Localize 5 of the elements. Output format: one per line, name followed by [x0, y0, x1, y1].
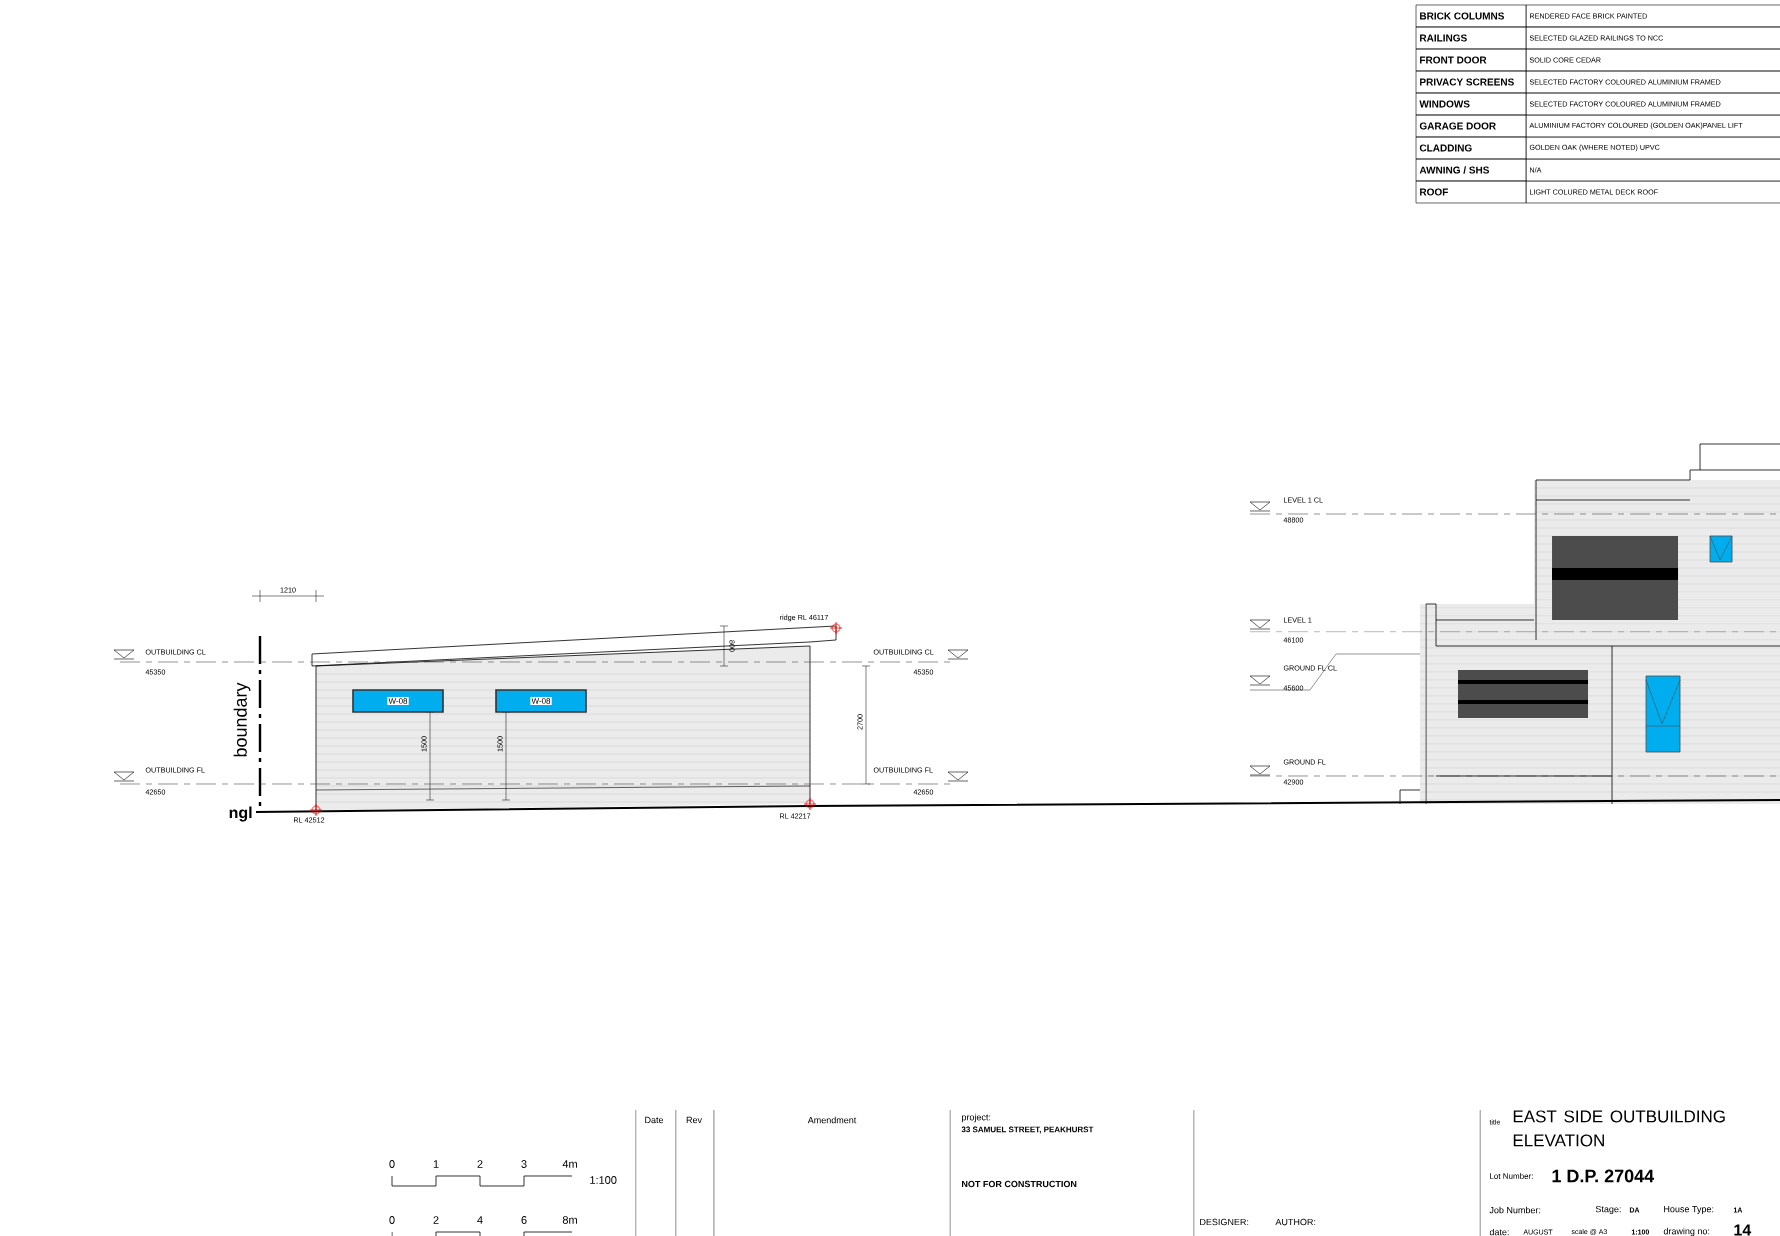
boundary-label: boundary	[233, 682, 251, 757]
field-value: 14	[1734, 1224, 1752, 1236]
field-value: 1 D.P. 27044	[1552, 1169, 1655, 1183]
drawing-title: EAST SIDE OUTBUILDING ELEVATION	[1513, 1110, 1725, 1147]
ngl-label: ngl	[229, 806, 252, 822]
